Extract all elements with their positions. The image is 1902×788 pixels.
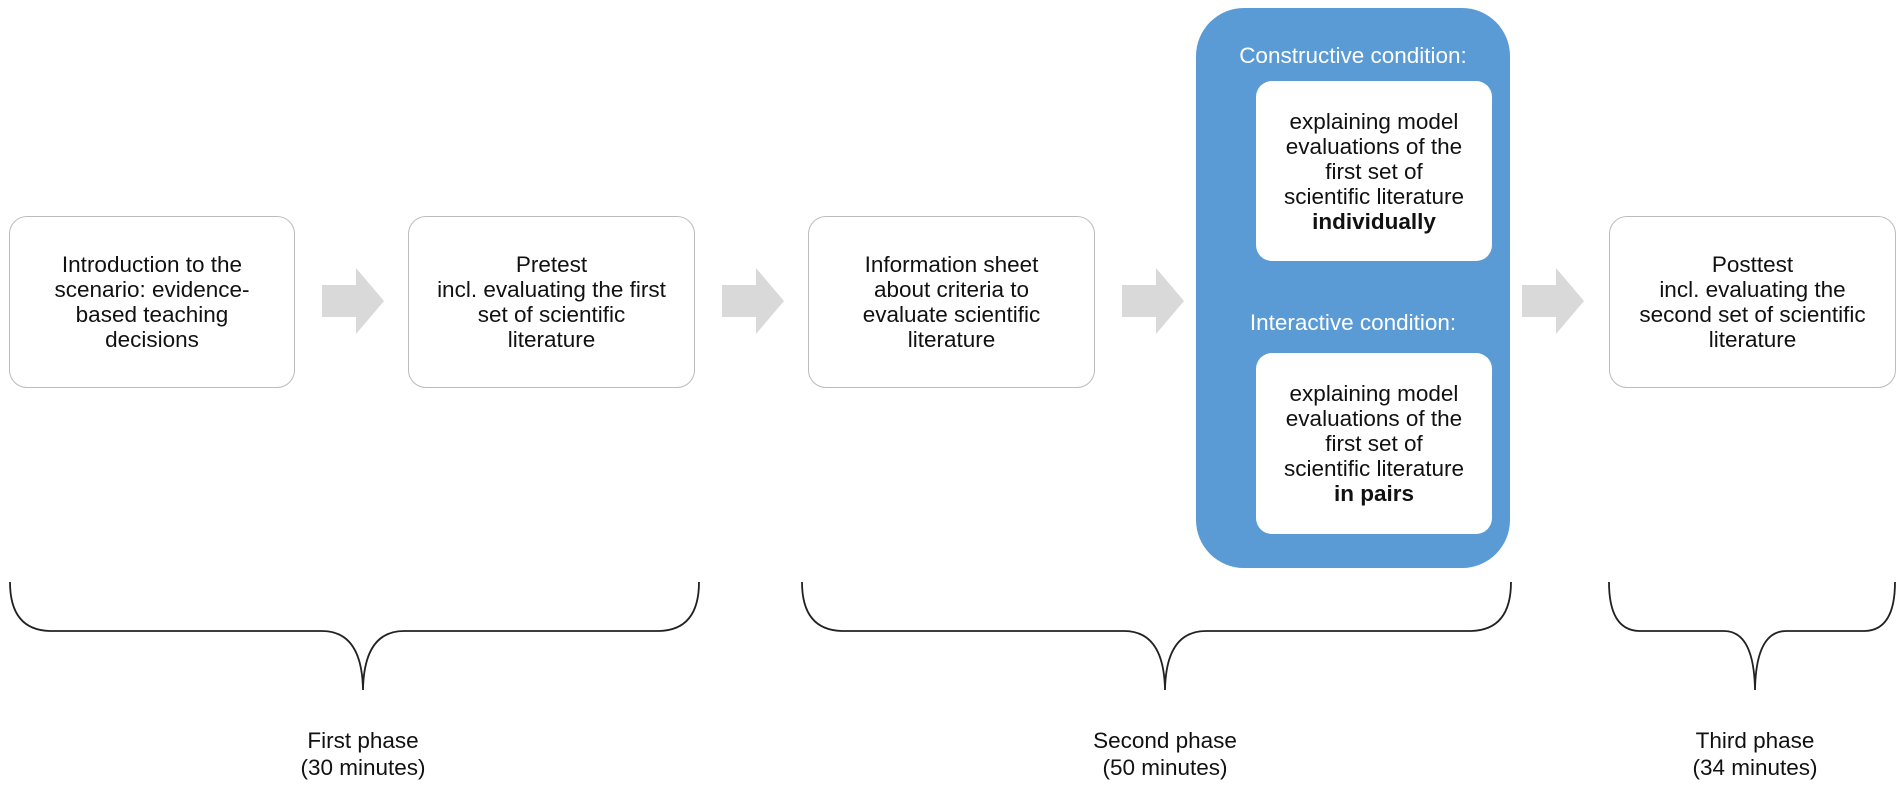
step-information-sheet-box: Information sheet about criteria to eval… (808, 216, 1095, 388)
step-text-line: literature (907, 327, 996, 352)
step-text-line: Pretest (515, 252, 588, 277)
condition-text-line: first set of (1325, 431, 1423, 456)
step-text-line: incl. evaluating the first (437, 277, 666, 302)
interactive-condition-box: explaining model evaluations of the firs… (1256, 353, 1492, 534)
step-text-line: literature (1708, 327, 1797, 352)
step-text-line: about criteria to (873, 277, 1030, 302)
step-text-line: second set of scientific (1639, 302, 1866, 327)
condition-emphasis: individually (1312, 208, 1436, 234)
step-text-line: Posttest (1711, 252, 1794, 277)
step-text-line: Introduction to the (61, 252, 243, 277)
step-text-line: Information sheet (864, 252, 1039, 277)
condition-text-line: evaluations of the (1285, 406, 1463, 431)
step-text-line: literature (507, 327, 596, 352)
condition-text-line: explaining model (1289, 381, 1459, 406)
phase-name: First phase (307, 728, 419, 753)
condition-emphasis: in pairs (1333, 481, 1414, 506)
first-phase-label: First phase (30 minutes) (213, 727, 513, 781)
step-text-line: evaluate scientific (862, 302, 1041, 327)
phase-duration: (34 minutes) (1692, 755, 1818, 780)
condition-text-line: evaluations of the (1285, 133, 1463, 159)
phase-name: Second phase (1093, 728, 1237, 753)
interactive-condition-label: Interactive condition: (1249, 310, 1457, 335)
constructive-condition-label: Constructive condition: (1239, 43, 1467, 68)
condition-text-line: explaining model (1289, 108, 1459, 134)
step-text-line: based teaching (75, 302, 229, 327)
right-arrow-icon (1122, 268, 1184, 334)
step-text-line: set of scientific (477, 302, 626, 327)
step-pretest-box: Pretest incl. evaluating the first set o… (408, 216, 695, 388)
condition-text-line: scientific literature (1283, 456, 1465, 481)
right-arrow-icon (722, 268, 784, 334)
right-arrow-icon (322, 268, 384, 334)
third-phase-brace (1608, 581, 1896, 691)
right-arrow-icon (1522, 268, 1584, 334)
second-phase-brace (801, 581, 1512, 691)
constructive-condition-box: explaining model evaluations of the firs… (1256, 81, 1492, 261)
step-text-line: incl. evaluating the (1659, 277, 1846, 302)
phase-duration: (50 minutes) (1102, 755, 1228, 780)
third-phase-label: Third phase (34 minutes) (1645, 727, 1865, 781)
phase-duration: (30 minutes) (300, 755, 426, 780)
second-phase-label: Second phase (50 minutes) (1015, 727, 1315, 781)
condition-text-line: first set of (1325, 158, 1423, 184)
step-posttest-box: Posttest incl. evaluating the second set… (1609, 216, 1896, 388)
phase-name: Third phase (1695, 728, 1815, 753)
step-text-line: scenario: evidence- (54, 277, 250, 302)
step-text-line: decisions (105, 327, 199, 352)
first-phase-brace (9, 581, 700, 691)
step-introduction-box: Introduction to the scenario: evidence- … (9, 216, 295, 388)
condition-text-line: scientific literature (1283, 183, 1465, 209)
